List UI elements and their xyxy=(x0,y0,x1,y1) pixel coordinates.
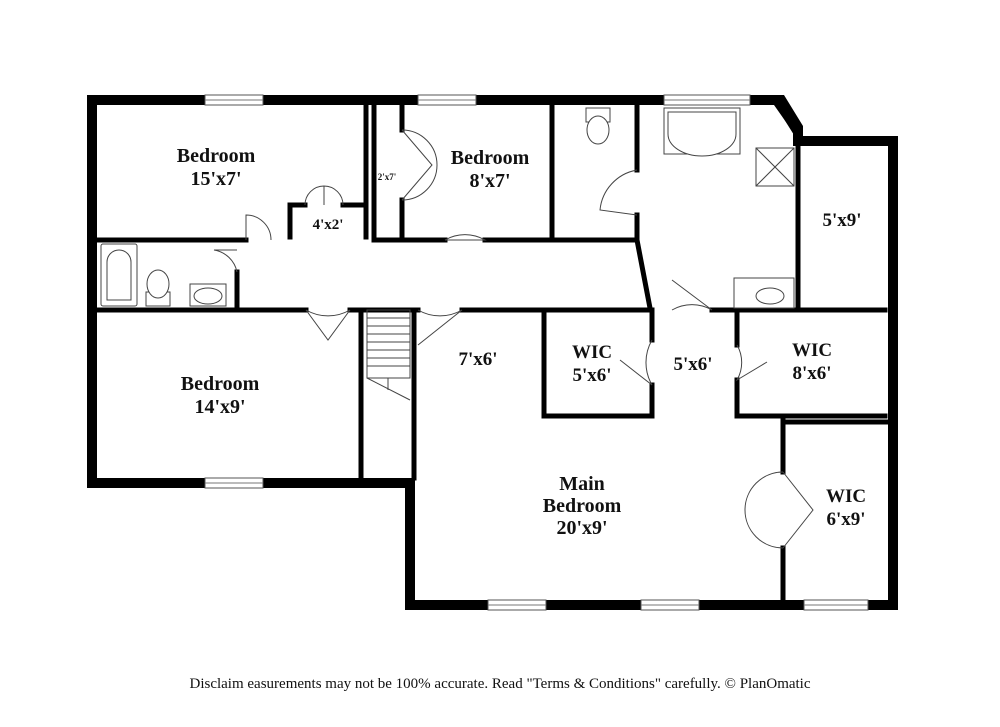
doors xyxy=(213,129,814,549)
hall-size: 7'x6' xyxy=(458,349,497,370)
passage-size: 5'x6' xyxy=(673,354,712,375)
closet-tiny-size: 2'x7' xyxy=(378,172,397,182)
interior-walls xyxy=(93,103,891,603)
closet-small-size: 4'x2' xyxy=(313,217,344,233)
disclaimer-text: Disclaim easurements may not be 100% acc… xyxy=(189,676,811,692)
floor-plan: Bedroom 15'x7' 4'x2' 2'x7' Bedroom 8'x7'… xyxy=(87,94,898,611)
main-bedroom-line1: Main xyxy=(559,473,605,495)
outer-wall-corner xyxy=(774,95,803,141)
bedroom-top-mid-name: Bedroom xyxy=(451,147,530,169)
main-bedroom-size: 20'x9' xyxy=(556,517,607,539)
bedroom-top-mid-size: 8'x7' xyxy=(469,170,510,192)
bedroom-left-name: Bedroom xyxy=(181,373,260,395)
wic-c-size: 6'x9' xyxy=(826,509,865,530)
window-lines xyxy=(205,99,868,606)
main-bedroom-line2: Bedroom xyxy=(543,495,622,517)
fixtures xyxy=(100,107,795,309)
wic-b-name: WIC xyxy=(792,340,832,361)
bedroom-top-left-name: Bedroom xyxy=(177,145,256,167)
wic-c-name: WIC xyxy=(826,486,866,507)
bedroom-top-left-size: 15'x7' xyxy=(190,168,241,190)
bedroom-left-size: 14'x9' xyxy=(194,396,245,418)
wic-b-size: 8'x6' xyxy=(792,363,831,384)
wic-a-size: 5'x6' xyxy=(572,365,611,386)
wic-a-name: WIC xyxy=(572,342,612,363)
stairs xyxy=(366,309,411,401)
bath-side-size: 5'x9' xyxy=(822,210,861,231)
